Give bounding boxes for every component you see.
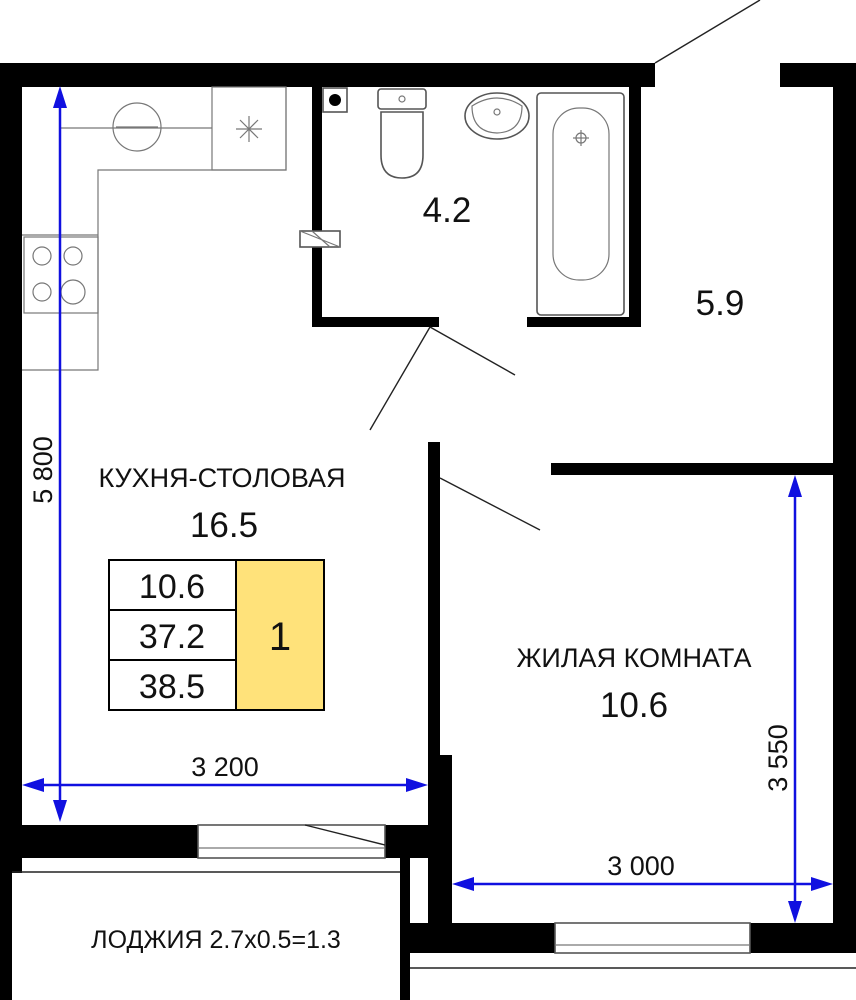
ventilation-cross-b: [311, 230, 331, 248]
dim-kitchen-height-arrow-top: [53, 86, 67, 108]
bathroom-fixtures: [299, 87, 625, 316]
stove-burner-1: [32, 246, 52, 266]
dimension-lines: [22, 86, 833, 923]
wall-bath-left: [312, 87, 322, 327]
wall-right: [833, 63, 856, 933]
ventilation-cross-a: [299, 230, 341, 248]
area-cell-living: [108, 559, 237, 611]
dim-kitchen-width-arrow-left: [22, 778, 44, 792]
living-area-value: 10.6: [139, 568, 205, 606]
balcony-door-frame: [197, 824, 386, 859]
kitchen-name: КУХНЯ-СТОЛОВАЯ: [98, 463, 345, 493]
wall-kitchen-bottom-right: [385, 825, 452, 858]
total-with-loggia-value: 38.5: [139, 668, 205, 706]
toilet-button: [398, 95, 406, 103]
fridge-snowflake-icon: [236, 116, 262, 142]
wall-living-bottom-right: [750, 923, 856, 953]
bath-door-swing-a: [369, 326, 431, 431]
washbasin-drain: [493, 108, 501, 116]
dim-kitchen-height-arrow-bottom: [53, 800, 67, 822]
windows: [197, 824, 751, 954]
summary-table: 10.6 37.2 38.5 1: [108, 559, 325, 711]
hall-area: 5.9: [696, 284, 745, 323]
dim-kitchen-height-label: 5 800: [28, 436, 58, 504]
fridge-icon: [211, 86, 287, 171]
toilet-tank: [377, 88, 427, 110]
total-area-value: 37.2: [139, 618, 205, 656]
sink-icon: [112, 102, 162, 152]
dim-living-height-label: 3 550: [763, 724, 793, 792]
entrance-door-swing: [654, 0, 761, 64]
door-swings: [369, 0, 761, 531]
washbasin: [464, 92, 530, 140]
stove-burner-3: [32, 282, 52, 302]
wall-kitchen-bottom-left: [0, 825, 198, 858]
wall-living-top: [551, 463, 833, 475]
dim-living-height-arrow-top: [788, 475, 802, 497]
boiler-dot-icon: [329, 94, 341, 106]
kitchen-fixtures: [22, 86, 287, 371]
living-area: 10.6: [600, 686, 668, 725]
washbasin-bowl: [471, 97, 523, 134]
dim-living-width-arrow-left: [452, 877, 474, 891]
toilet-bowl: [380, 111, 424, 179]
wall-loggia-left: [0, 858, 12, 1000]
bathtub-inner: [552, 107, 610, 281]
dim-living-width-arrow-right: [811, 877, 833, 891]
wall-top-left: [0, 63, 655, 87]
wall-bath-bottom-left: [312, 317, 439, 327]
living-window-frame: [554, 922, 751, 954]
wall-loggia-right: [400, 858, 410, 1000]
loggia-label: ЛОДЖИЯ 2.7x0.5=1.3: [91, 926, 341, 954]
wall-living-bottom-left: [410, 923, 555, 953]
area-cell-with-loggia: [108, 659, 237, 711]
bathtub: [536, 92, 625, 316]
stove-burner-2: [63, 246, 83, 266]
bath-door-swing-b: [429, 326, 516, 376]
kitchen-area: 16.5: [190, 506, 258, 545]
room-count-value: 1: [269, 615, 291, 659]
bathroom-area: 4.2: [423, 191, 472, 230]
living-door-swing: [439, 477, 541, 531]
stove-burner-4: [60, 279, 86, 305]
dim-kitchen-width-label: 3 200: [191, 752, 259, 782]
room-count-cell: [235, 559, 325, 711]
living-name: ЖИЛАЯ КОМНАТА: [517, 643, 752, 673]
wall-kitchen-living: [428, 442, 440, 758]
wall-bath-bottom-right: [527, 317, 641, 327]
dim-kitchen-width-arrow-right: [406, 778, 428, 792]
dim-living-height-arrow-bottom: [788, 901, 802, 923]
dim-living-width-label: 3 000: [607, 851, 675, 881]
balcony-door-swing: [304, 824, 386, 846]
wall-bath-right: [629, 87, 641, 327]
area-cell-total: [108, 609, 237, 661]
wall-left: [0, 63, 22, 873]
walls: [0, 63, 856, 1000]
